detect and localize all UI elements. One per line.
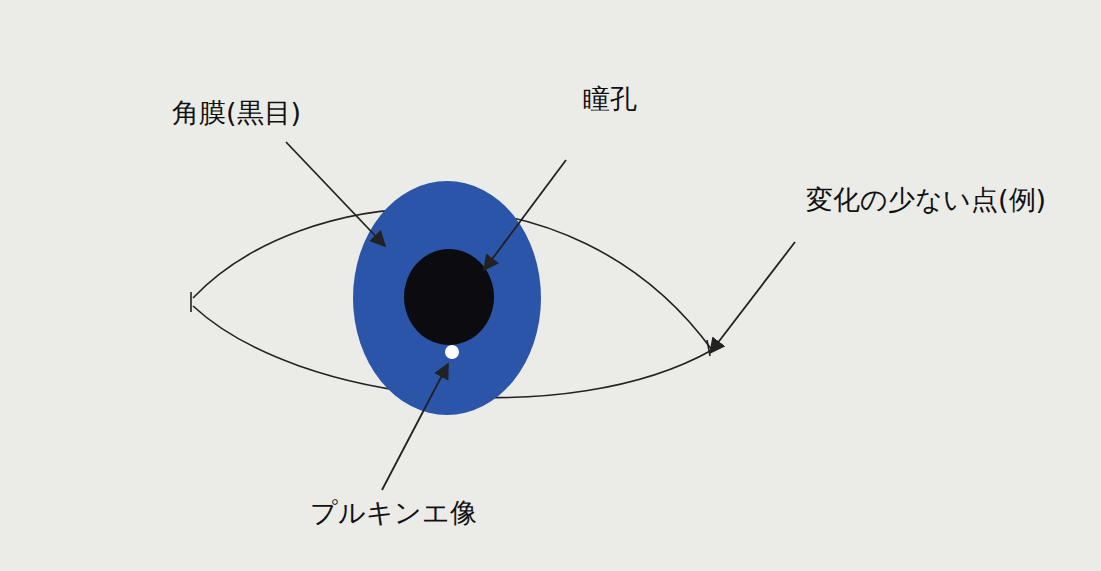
leader-arrow (382, 364, 448, 490)
eye-corner (190, 292, 192, 312)
part-label: 変化の少ない点(例) (806, 184, 1046, 216)
part-label: 角膜(黒目) (172, 97, 301, 129)
eye-corner (707, 340, 710, 356)
purkinje-image (445, 345, 459, 359)
leader-arrow (710, 242, 795, 353)
cornea-iris (353, 181, 541, 415)
leader-arrow (286, 142, 385, 246)
pupil (404, 249, 494, 345)
leader-arrow (484, 160, 566, 270)
part-label: 瞳孔 (583, 83, 637, 115)
part-label: プルキンエ像 (310, 497, 477, 529)
